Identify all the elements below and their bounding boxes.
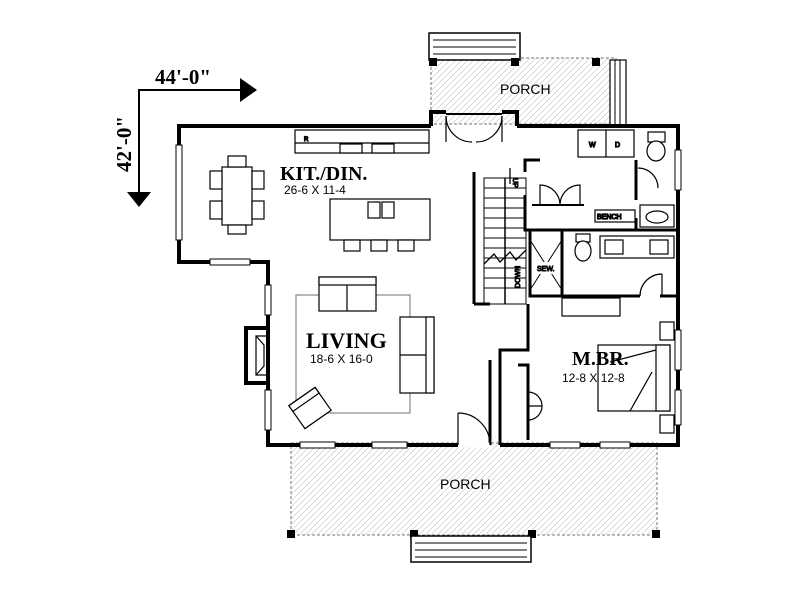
back-porch-label: PORCH [500,81,551,97]
kitchen-size: 26-6 X 11-4 [284,183,346,197]
powder-room [639,131,675,228]
kitchen-counter: R [294,129,430,154]
front-porch: PORCH [287,442,660,563]
depth-label: 42'-0" [112,116,136,172]
stairs: UP DOWN [483,168,527,305]
kitchen-name: KIT./DIN. [280,163,367,185]
depth-dimension: 42'-0" [112,90,151,207]
kitchen-island [329,198,431,252]
dryer-label: D [615,142,620,149]
master-name: M.BR. [572,348,629,370]
front-door [457,412,491,448]
range-label: R [304,137,309,143]
master-bath [574,233,675,297]
living-furniture [288,276,435,430]
interior-walls [472,158,678,445]
master-furniture [561,297,675,434]
master-size: 12-8 X 12-8 [562,371,625,385]
dining-table [209,155,265,235]
windows [175,144,682,449]
width-label: 44'-0" [155,65,211,89]
closet-doors [527,391,543,421]
living-name: LIVING [306,328,387,353]
mudroom-doors [532,167,659,206]
fireplace [255,335,268,376]
laundry-appliances: W D [577,129,635,158]
stair-down-label: DOWN [515,266,522,288]
bench: BENCH [594,209,636,223]
living-size: 18-6 X 16-0 [310,352,373,366]
washer-label: W [589,142,596,149]
bench-label: BENCH [597,214,622,221]
back-door [445,113,503,143]
stair-up-label: UP [511,178,518,188]
sewing-room: SEW. [529,239,563,291]
width-dimension: 44'-0" [138,65,257,102]
front-porch-label: PORCH [440,476,491,492]
back-porch: PORCH [428,32,627,127]
sew-label: SEW. [537,266,555,273]
